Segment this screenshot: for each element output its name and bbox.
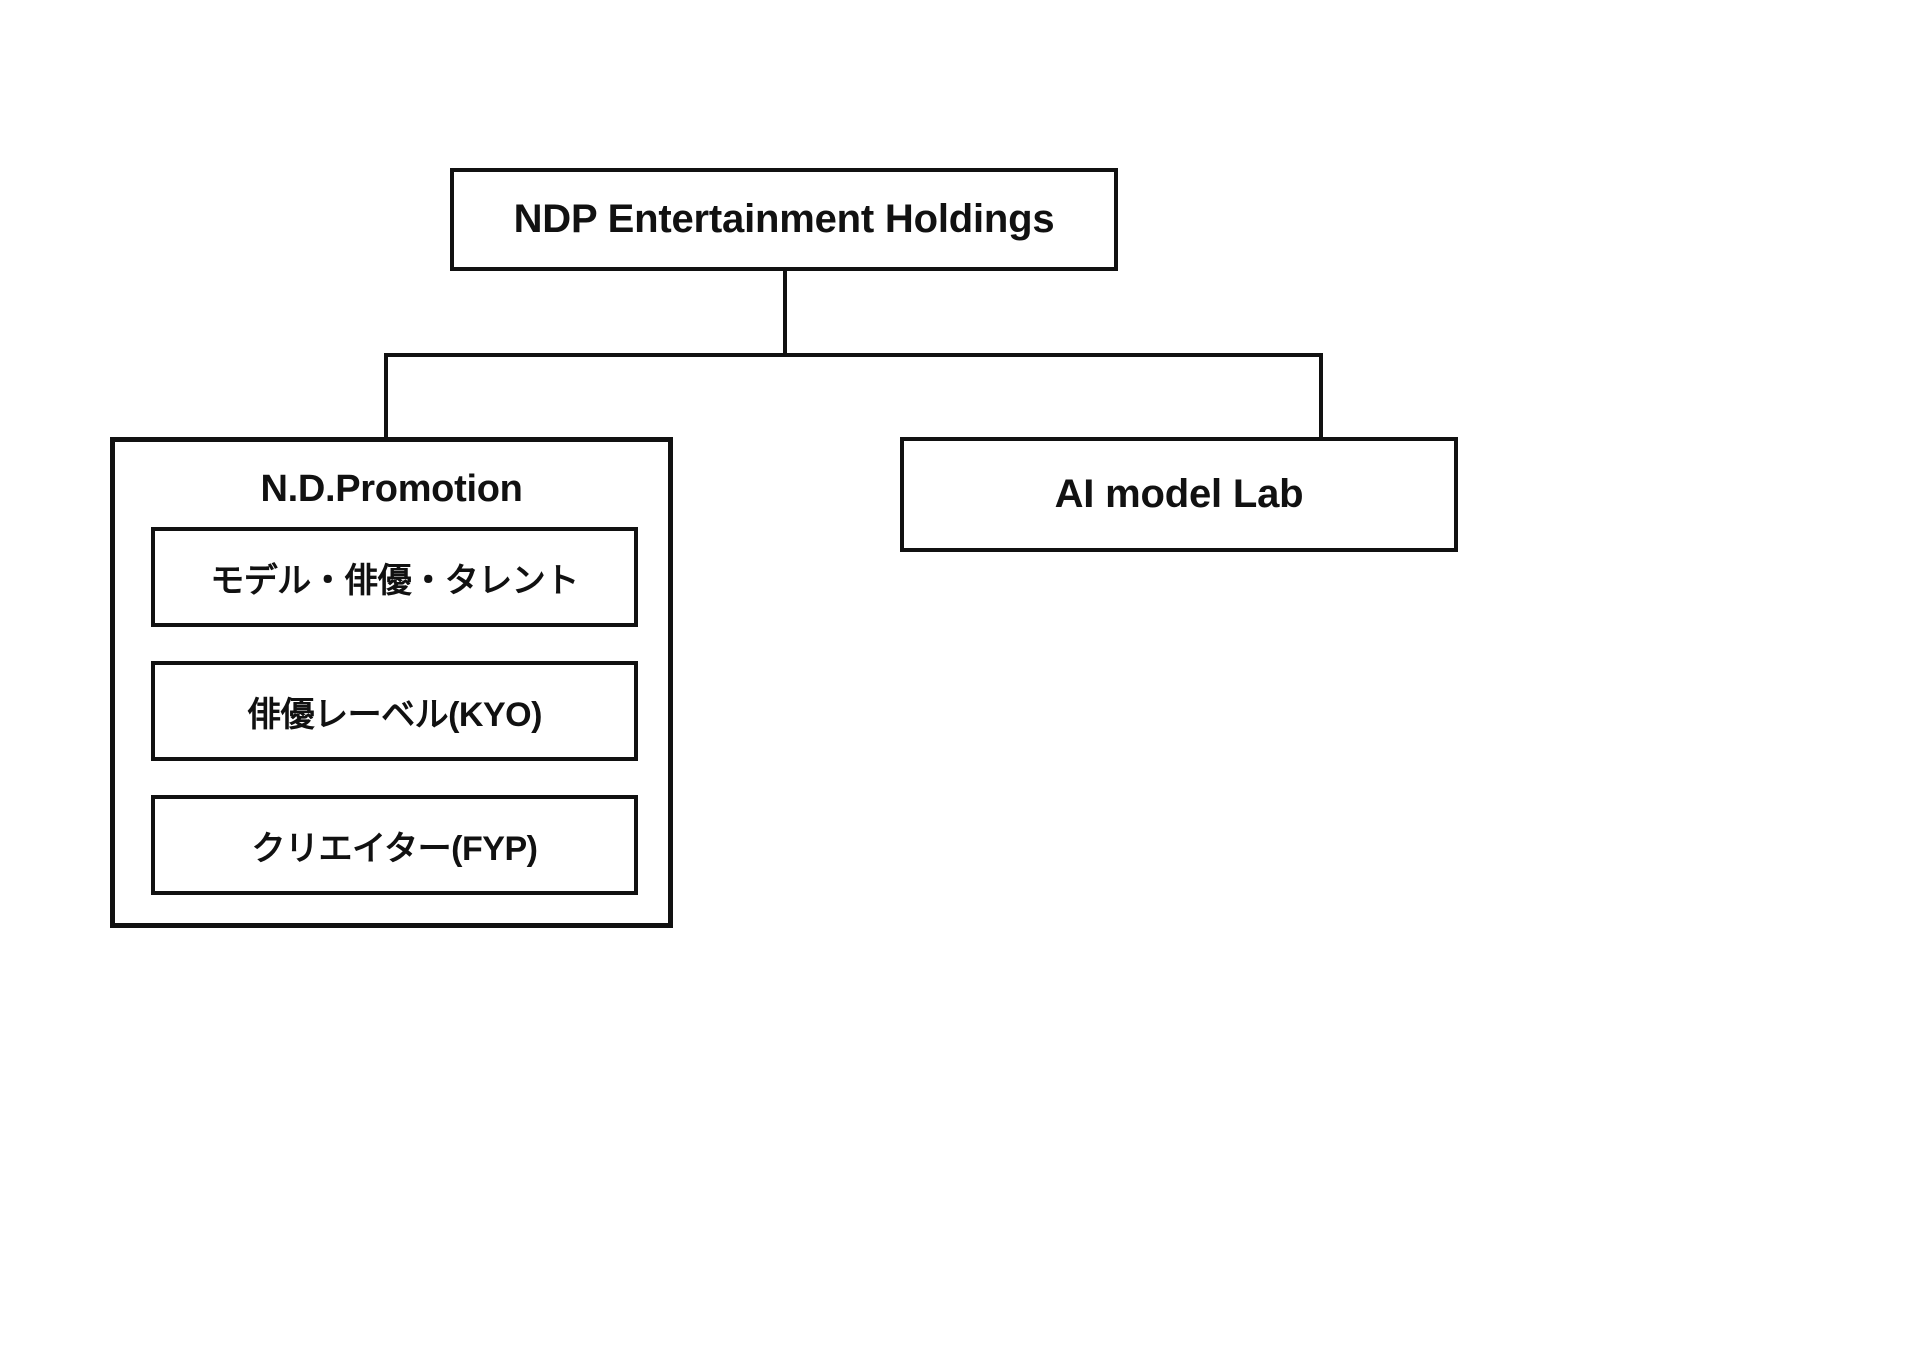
org-node-division-label: N.D.Promotion	[260, 468, 523, 510]
org-subnode-label: モデル・俳優・タレント	[210, 561, 579, 600]
org-node-root: NDP Entertainment Holdings	[450, 168, 1118, 271]
org-node-division: N.D.Promotion モデル・俳優・タレント 俳優レーベル(KYO) クリ…	[110, 437, 673, 928]
org-subnode-actor-label-kyo: 俳優レーベル(KYO)	[151, 661, 638, 761]
connector-root-stem	[783, 271, 787, 357]
org-node-ai-model-lab-label: AI model Lab	[1054, 472, 1304, 516]
org-subnode-models-actors-talents: モデル・俳優・タレント	[151, 527, 638, 627]
org-node-ai-model-lab: AI model Lab	[900, 437, 1458, 552]
org-subnode-label: 俳優レーベル(KYO)	[247, 695, 542, 734]
org-subnode-label: クリエイター(FYP)	[251, 829, 538, 868]
connector-drop-to-division	[384, 353, 388, 439]
org-node-root-label: NDP Entertainment Holdings	[513, 197, 1055, 241]
connector-drop-to-ai-lab	[1319, 353, 1323, 439]
org-subnode-creator-fyp: クリエイター(FYP)	[151, 795, 638, 895]
connector-horizontal-bus	[384, 353, 1323, 357]
